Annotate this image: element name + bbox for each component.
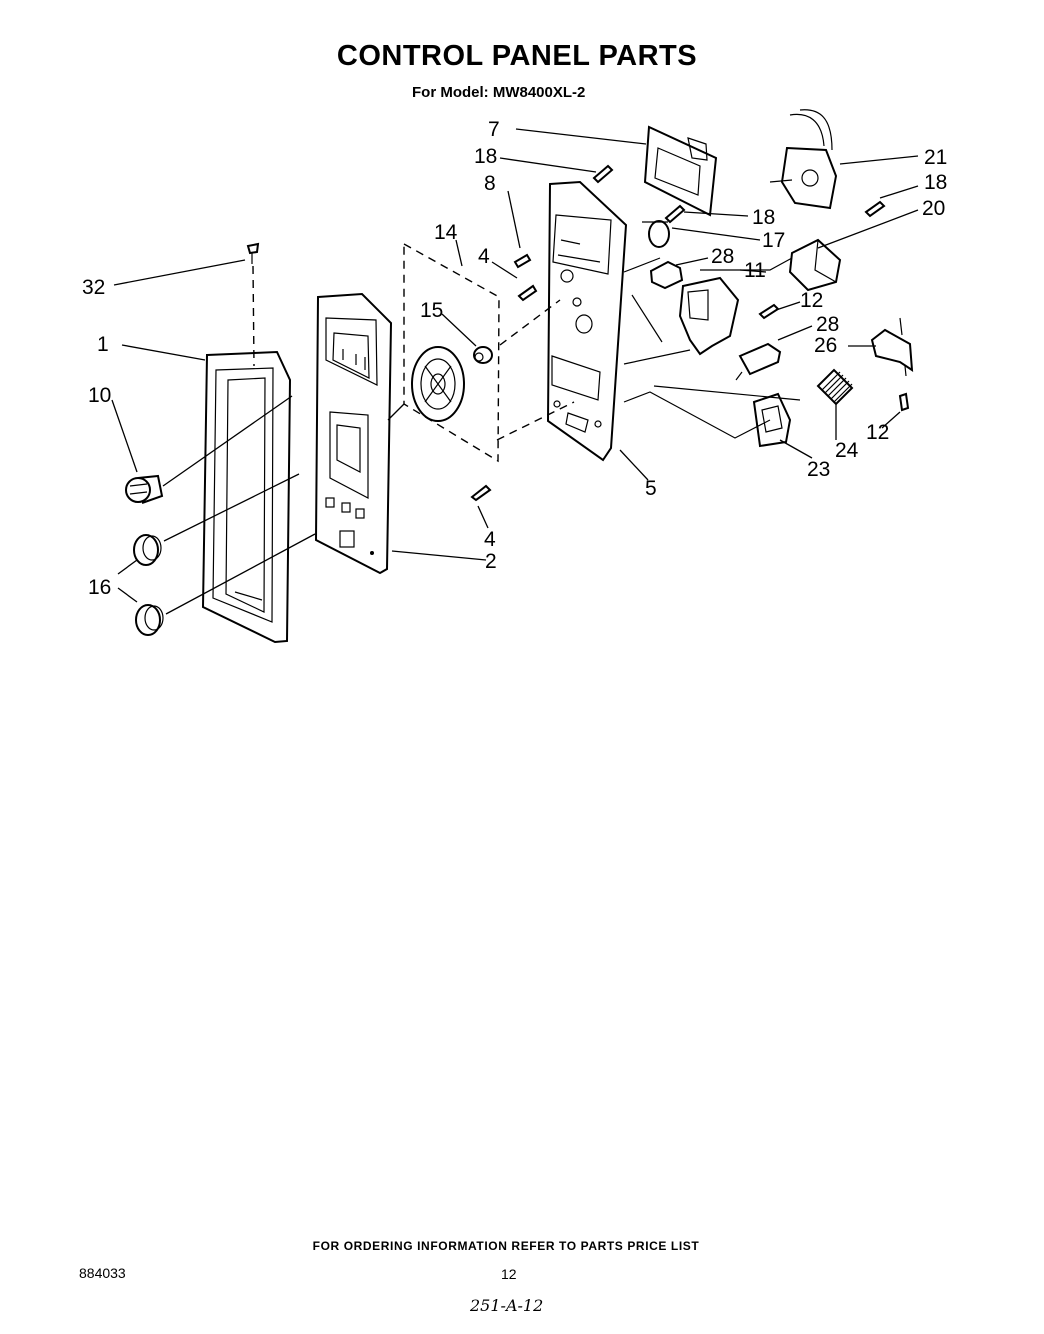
document-number: 884033: [79, 1265, 126, 1281]
callout-20: 20: [922, 197, 945, 220]
page-number: 12: [501, 1266, 517, 1282]
ordering-note: FOR ORDERING INFORMATION REFER TO PARTS …: [312, 1239, 700, 1253]
callout-8: 8: [484, 172, 496, 195]
callout-26: 26: [814, 334, 837, 357]
callout-2: 2: [485, 550, 497, 573]
screw-part-4-lower: [470, 484, 492, 502]
screw-part-4-upper: [517, 284, 538, 302]
callout-17: 17: [762, 229, 785, 252]
circuit-board-part-7: [643, 125, 718, 217]
callout-21: 21: [924, 146, 947, 169]
callout-18-mid: 18: [752, 206, 775, 229]
callout-18-left: 18: [474, 145, 497, 168]
bezel-part-23: [752, 392, 792, 448]
callout-10: 10: [88, 384, 111, 407]
callout-1: 1: [97, 333, 109, 356]
callout-5: 5: [645, 477, 657, 500]
leader-lines: [111, 128, 919, 603]
spring-part-24: [816, 368, 854, 406]
callout-4-upper: 4: [478, 245, 490, 268]
model-subtitle: For Model: MW8400XL-2: [412, 84, 586, 101]
knob-shaft-part-17: [642, 220, 670, 248]
callout-12-lower: 12: [866, 421, 889, 444]
switch-part-28-upper: [649, 260, 684, 290]
switch-part-11: [678, 276, 740, 356]
knob-part-16-lower: [135, 533, 316, 636]
screw-part-8: [513, 253, 532, 269]
wiring-lines: [623, 257, 801, 439]
handwritten-code: 251-A-12: [470, 1296, 544, 1315]
actuator-part-26: [870, 317, 914, 377]
callout-28-lower: 28: [816, 313, 839, 336]
callout-32: 32: [82, 276, 105, 299]
page-title: CONTROL PANEL PARTS: [336, 40, 698, 72]
knob-part-10: [125, 395, 293, 504]
timer-part-21: [769, 109, 838, 210]
screw-part-12-upper: [758, 303, 780, 320]
callout-7: 7: [488, 118, 500, 141]
callout-14: 14: [434, 221, 458, 244]
knob-part-16-upper: [133, 473, 300, 566]
callout-16: 16: [88, 576, 111, 599]
screw-part-12-lower: [898, 392, 910, 412]
screw-part-18-top: [592, 164, 614, 184]
frame-part-1: [201, 350, 292, 644]
callout-15: 15: [420, 299, 443, 322]
screw-part-18-mid: [664, 204, 686, 224]
switch-part-20: [788, 238, 842, 292]
bushing-part-15: [473, 346, 493, 364]
callout-4-lower: 4: [484, 528, 496, 551]
screw-part-18-right: [864, 200, 886, 218]
panel-part-2: [314, 292, 393, 575]
callout-24: 24: [835, 439, 859, 462]
dial-assembly-part-14: [387, 242, 500, 463]
callout-28-upper: 28: [711, 245, 734, 268]
bracket-part-5: [496, 180, 628, 462]
callout-labels: 1 2 4 4 5 7 8 10 11 12 12 14 15 16 17 18…: [82, 118, 947, 599]
callout-23: 23: [807, 458, 830, 481]
callout-11: 11: [744, 259, 766, 282]
switch-part-28-lower: [735, 342, 782, 381]
screw-part-32: [246, 242, 260, 367]
callout-12-upper: 12: [800, 289, 823, 312]
callout-18-right: 18: [924, 171, 947, 194]
